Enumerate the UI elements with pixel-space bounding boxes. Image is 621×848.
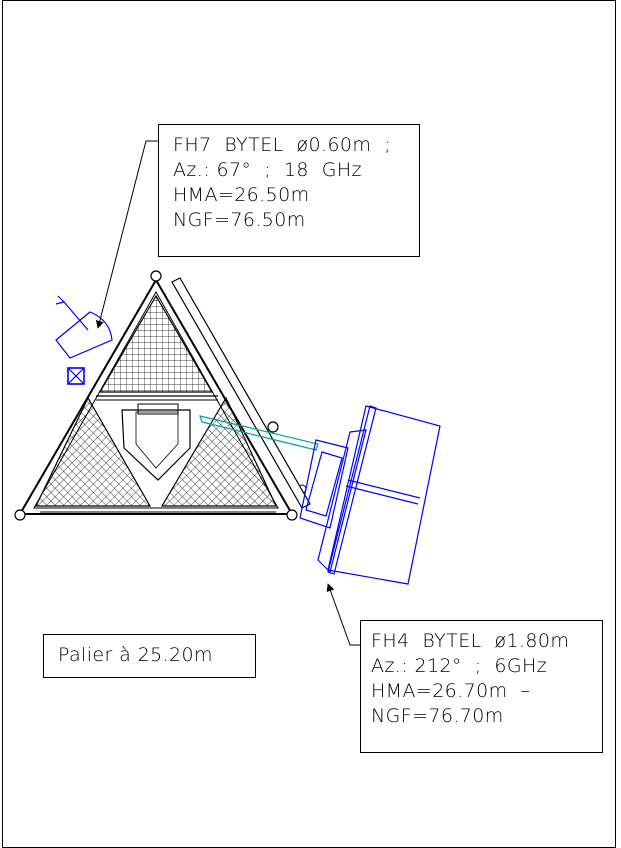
- fh7-dish: [55, 295, 113, 385]
- fh7-line-4: NGF=76.50m: [173, 209, 306, 231]
- tower-structure: [14, 270, 311, 521]
- fh4-line-4: NGF=76.70m: [371, 705, 504, 727]
- fh7-line-1: FH7 BYTEL ø0.60m ;: [173, 134, 391, 156]
- fh4-line-1: FH4 BYTEL ø1.80m: [371, 630, 570, 652]
- fh4-line-2: Az.: 212° ; 6GHz: [371, 655, 548, 677]
- fh4-line-3: HMA=26.70m –: [371, 680, 531, 702]
- fh4-leader: [326, 583, 360, 646]
- ladder-rail: [171, 277, 311, 509]
- feeder-cable: [199, 415, 319, 451]
- fh4-dish: [299, 405, 441, 585]
- right-panel: [160, 396, 277, 507]
- fh7-line-3: HMA=26.50m: [173, 184, 310, 206]
- corner-node-top: [150, 270, 162, 282]
- corner-node-right: [286, 509, 298, 521]
- corner-node-left: [14, 509, 26, 521]
- fh7-line-2: Az.: 67° ; 18 GHz: [173, 159, 362, 181]
- left-panel: [35, 396, 152, 507]
- fh7-label-box: FH7 BYTEL ø0.60m ; Az.: 67° ; 18 GHz HMA…: [158, 124, 420, 257]
- top-panel: [98, 294, 214, 393]
- fh7-leader: [95, 140, 158, 329]
- inner-core: [121, 409, 191, 481]
- palier-text: Palier à 25.20m: [58, 644, 213, 666]
- fh4-label-box: FH4 BYTEL ø1.80m Az.: 212° ; 6GHz HMA=26…: [360, 620, 603, 753]
- palier-label: Palier à 25.20m: [43, 634, 256, 678]
